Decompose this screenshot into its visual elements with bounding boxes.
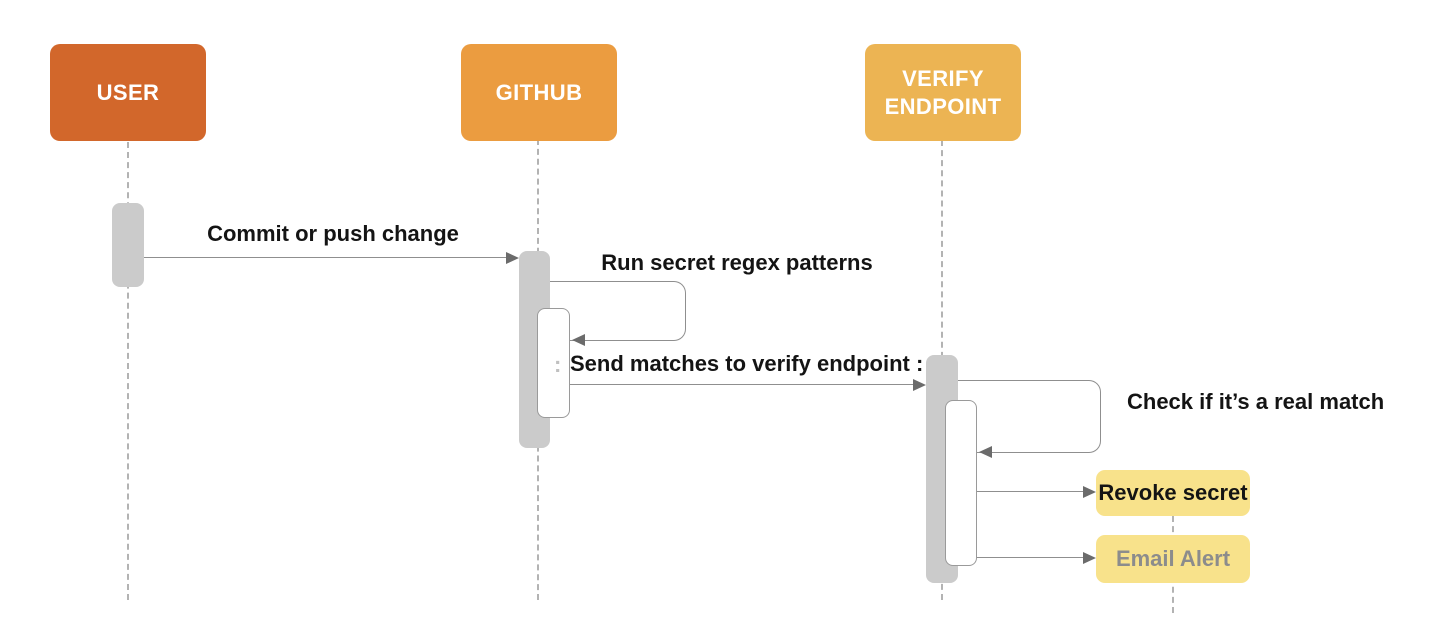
note-revoke-secret: Revoke secret	[1096, 470, 1250, 516]
note-label-revoke: Revoke secret	[1098, 480, 1248, 505]
arrowhead-right-icon	[1083, 486, 1096, 498]
message-line-revoke	[977, 491, 1084, 492]
self-loop-github	[550, 281, 686, 341]
arrowhead-right-icon	[1083, 552, 1096, 564]
arrowhead-right-icon	[913, 379, 926, 391]
actor-box-verify: VERIFY ENDPOINT	[865, 44, 1021, 141]
actor-label-verify: VERIFY ENDPOINT	[884, 66, 1002, 119]
message-line-email	[977, 557, 1084, 558]
self-loop-verify	[958, 380, 1101, 453]
message-line-commit	[144, 257, 506, 258]
arrowhead-left-icon	[979, 446, 992, 458]
note-label-email: Email Alert	[1115, 546, 1231, 571]
arrowhead-left-icon	[572, 334, 585, 346]
message-label-send: Send matches to verify endpoint :	[570, 351, 924, 376]
actor-box-user: USER	[50, 44, 206, 141]
message-label-check: Check if it’s a real match	[1127, 389, 1385, 414]
arrowhead-right-icon	[506, 252, 519, 264]
message-line-send	[570, 384, 914, 385]
activation-github-inner	[537, 308, 570, 418]
message-label-commit: Commit or push change	[207, 221, 459, 246]
activation-verify-inner	[945, 400, 977, 566]
note-email-alert: Email Alert	[1096, 535, 1250, 583]
activation-user	[112, 203, 144, 287]
message-label-regex: Run secret regex patterns	[601, 250, 873, 275]
actor-box-github: GITHUB	[461, 44, 617, 141]
message-label-send-prefix: :	[554, 352, 562, 377]
lifeline-user	[127, 142, 129, 600]
actor-label-github: GITHUB	[495, 79, 583, 105]
actor-label-user: USER	[96, 79, 160, 105]
